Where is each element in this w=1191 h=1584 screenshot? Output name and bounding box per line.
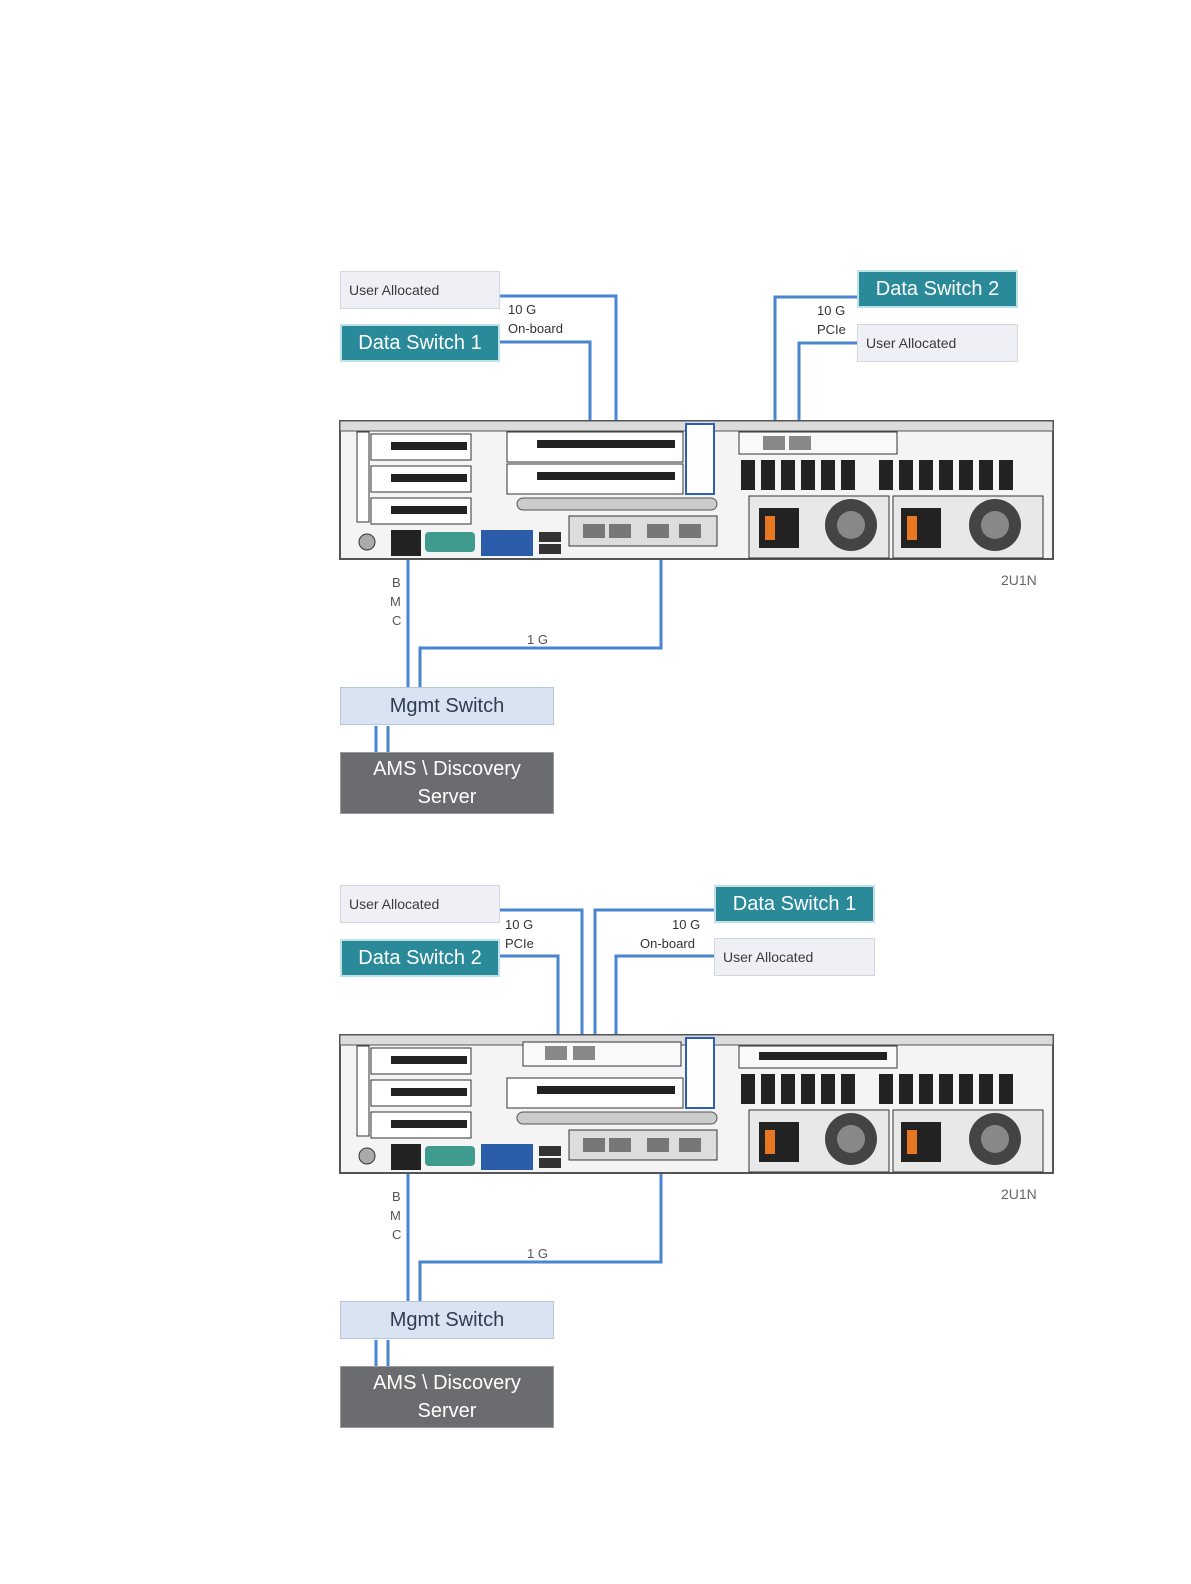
data-switch-left: Data Switch 2 [340,939,500,977]
left-speed: 10 G [505,917,533,932]
power-supplies [749,496,1043,558]
power-supplies [749,1110,1043,1172]
label: Data Switch 1 [733,893,856,916]
ams-discovery-server: AMS \ Discovery Server [340,1366,554,1428]
left-riser-slots [357,432,471,524]
user-allocated-left: User Allocated [340,885,500,923]
label: Data Switch 2 [876,278,999,301]
user-allocated-left: User Allocated [340,271,500,309]
label: User Allocated [349,282,439,298]
top-right-slot [739,1046,897,1068]
left-type: PCIe [505,936,534,951]
right-speed: 10 G [672,917,700,932]
label: User Allocated [723,949,813,965]
bmc-letter-c: C [392,1227,401,1242]
bmc-letter-m: M [390,594,401,609]
bmc-letter-b: B [392,575,401,590]
server-model: 2U1N [1001,572,1037,588]
right-type: On-board [640,936,695,951]
label: Data Switch 1 [358,332,481,355]
left-riser-slots [357,1046,471,1138]
data-switch-right: Data Switch 2 [857,270,1018,308]
right-type: PCIe [817,322,846,337]
mgmt-switch: Mgmt Switch [340,1301,554,1339]
server-chassis-2 [339,1034,1055,1176]
label: Data Switch 2 [358,947,481,970]
data-switch-left: Data Switch 1 [340,324,500,362]
user-allocated-right: User Allocated [857,324,1018,362]
label: User Allocated [349,896,439,912]
right-speed: 10 G [817,303,845,318]
user-allocated-right: User Allocated [714,938,875,976]
bmc-letter-m: M [390,1208,401,1223]
server-chassis-1 [339,420,1055,562]
label: User Allocated [866,335,956,351]
label: Mgmt Switch [390,1309,504,1332]
network-diagram-1: User Allocated Data Switch 1 Data Switch… [0,0,1191,600]
label-line-1: AMS \ Discovery [373,1369,521,1397]
left-speed: 10 G [508,302,536,317]
network-diagram-2: User Allocated Data Switch 2 Data Switch… [0,614,1191,1214]
data-switch-right: Data Switch 1 [714,885,875,923]
left-type: On-board [508,321,563,336]
mgmt-speed: 1 G [527,1246,548,1261]
server-model: 2U1N [1001,1186,1037,1202]
pcie-card [739,432,897,454]
label-line-2: Server [418,1397,477,1425]
bmc-letter-b: B [392,1189,401,1204]
